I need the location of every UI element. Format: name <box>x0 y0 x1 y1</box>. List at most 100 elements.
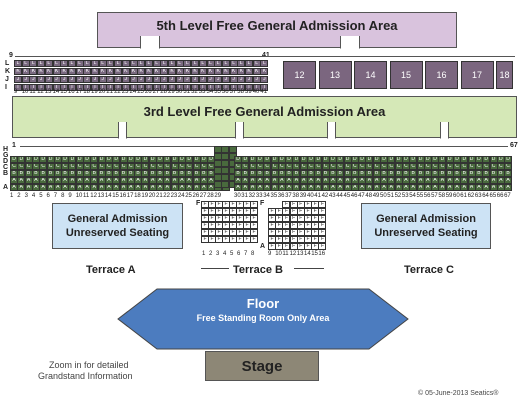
fourth-level-section-number: 23 <box>121 89 129 95</box>
fourth-level-seat: I <box>191 84 200 91</box>
terrace-b-seat: F <box>250 236 258 243</box>
terrace-b-section-number: 1 <box>202 251 206 257</box>
grandstand-section-number: 21 <box>156 193 163 199</box>
grandstand-section-number: 42 <box>321 193 329 199</box>
grandstand-section-number: 37 <box>285 193 292 199</box>
fourth-level-seat: J <box>29 76 38 83</box>
fourth-level-seat: J <box>214 76 223 83</box>
fourth-level-seat: L <box>83 60 92 67</box>
fourth-level-seat: L <box>60 60 69 67</box>
fourth-level-section-number: 16 <box>67 89 75 95</box>
fourth-level-seat: K <box>152 68 161 75</box>
fourth-level-seat: L <box>21 60 30 67</box>
grandstand-seat: A <box>504 177 513 184</box>
floor-subtitle: Free Standing Room Only Area <box>196 313 330 323</box>
terrace-b-section-number: 4 <box>223 251 227 257</box>
grandstand-section-number: 27 <box>199 193 207 199</box>
fourth-level-section-number: 39 <box>245 89 252 95</box>
fourth-level-box[interactable]: 15 <box>389 61 423 89</box>
fourth-level-seat: L <box>106 60 115 67</box>
terrace-a-ga-area[interactable]: General Admission Unreserved Seating <box>52 203 183 249</box>
grandstand-section-number: 22 <box>163 193 170 199</box>
stage-area[interactable]: Stage <box>205 351 319 381</box>
fourth-level-seat: L <box>237 60 246 67</box>
grandstand-section-number: 1 <box>10 193 14 199</box>
fourth-level-seat: I <box>83 84 92 91</box>
third-level-label: 3rd Level Free General Admission Area <box>143 103 386 119</box>
fourth-level-seat: J <box>160 76 169 83</box>
fourth-level-box[interactable]: 13 <box>318 61 352 89</box>
fourth-level-seat: K <box>75 68 84 75</box>
fourth-level-seat: K <box>98 68 107 75</box>
fourth-level-seat: J <box>21 76 30 83</box>
fourth-level-section-number: 15 <box>60 89 67 95</box>
fourth-level-seat: I <box>75 84 84 91</box>
grandstand-section-number: 9 <box>68 193 72 199</box>
grandstand-section-number: 26 <box>192 193 200 199</box>
fourth-level-seat: L <box>52 60 61 67</box>
fourth-level-section-number: 18 <box>83 89 90 95</box>
fourth-level-seat: K <box>14 68 22 75</box>
terrace-b-seat: F <box>318 236 327 243</box>
fourth-level-seat: K <box>214 68 223 75</box>
terrace-b-seat: F <box>318 215 327 222</box>
terrace-b-section-number: 16 <box>318 251 326 257</box>
grandstand-section-number: 2 <box>17 193 21 199</box>
fourth-level-seat: L <box>198 60 207 67</box>
terrace-b-seat: F <box>250 208 258 215</box>
fourth-level-seat: J <box>137 76 146 83</box>
fourth-level-seat: L <box>221 60 230 67</box>
fourth-level-seat: J <box>252 76 261 83</box>
fourth-level-seat: L <box>160 60 169 67</box>
fourth-level-seat: J <box>144 76 153 83</box>
fourth-level-seat: K <box>245 68 253 75</box>
fourth-level-seat: J <box>14 76 22 83</box>
grandstand-seat: A <box>504 184 513 191</box>
third-level-area[interactable]: 3rd Level Free General Admission Area <box>12 96 517 138</box>
fourth-level-section-number: 27 <box>152 89 160 95</box>
fourth-level-section-number: 13 <box>44 89 52 95</box>
fourth-level-box[interactable]: 12 <box>283 61 316 89</box>
fourth-level-seat: K <box>252 68 261 75</box>
grandstand-section-number: 32 <box>248 193 256 199</box>
fourth-level-box[interactable]: 14 <box>354 61 387 89</box>
fourth-level-box[interactable]: 17 <box>460 61 494 89</box>
fourth-level-seat: K <box>160 68 169 75</box>
floor-area[interactable] <box>117 288 409 350</box>
fourth-level-section-number: 11 <box>29 89 36 95</box>
terrace-b-section-number: 8 <box>251 251 255 257</box>
grandstand-section-number: 14 <box>104 193 112 199</box>
fourth-level-seat: I <box>175 84 184 91</box>
fourth-level-top-rule <box>15 56 515 57</box>
fourth-level-seat: K <box>37 68 46 75</box>
fourth-level-seat: K <box>114 68 123 75</box>
grandstand-section-number: 46 <box>350 193 358 199</box>
fourth-level-seat: L <box>252 60 261 67</box>
grandstand-section-number: 7 <box>53 193 58 199</box>
grandstand-section-number: 24 <box>177 193 185 199</box>
terrace-b-label: Terrace B <box>233 264 283 276</box>
terrace-b-section-number: 3 <box>216 251 220 257</box>
fourth-level-seat: I <box>14 84 22 91</box>
fourth-level-section-number: 29 <box>168 89 175 95</box>
fourth-level-box[interactable]: 16 <box>425 61 458 89</box>
fourth-level-seat: I <box>91 84 99 91</box>
grandstand-right-number: 67 <box>510 142 518 149</box>
grandstand-section-number: 10 <box>75 193 83 199</box>
terrace-b-bracket <box>294 268 324 269</box>
fourth-level-box[interactable]: 18 <box>496 61 513 89</box>
fourth-level-seat: K <box>168 68 176 75</box>
fourth-level-seat: K <box>229 68 238 75</box>
terrace-c-ga-area[interactable]: General Admission Unreserved Seating <box>361 203 491 249</box>
fourth-level-section-number: 37 <box>229 89 237 95</box>
terrace-b-section-number: 6 <box>237 251 241 257</box>
fourth-level-seat: I <box>29 84 38 91</box>
grandstand-section-number: 29 <box>214 193 222 199</box>
grandstand-section-number: 57 <box>431 193 438 199</box>
fourth-level-seat: I <box>152 84 161 91</box>
fourth-level-seat: J <box>67 76 76 83</box>
grandstand-section-number: 47 <box>358 193 365 199</box>
fourth-level-seat: L <box>191 60 200 67</box>
fourth-level-seat: L <box>168 60 176 67</box>
grandstand-section-number: 6 <box>46 193 50 199</box>
